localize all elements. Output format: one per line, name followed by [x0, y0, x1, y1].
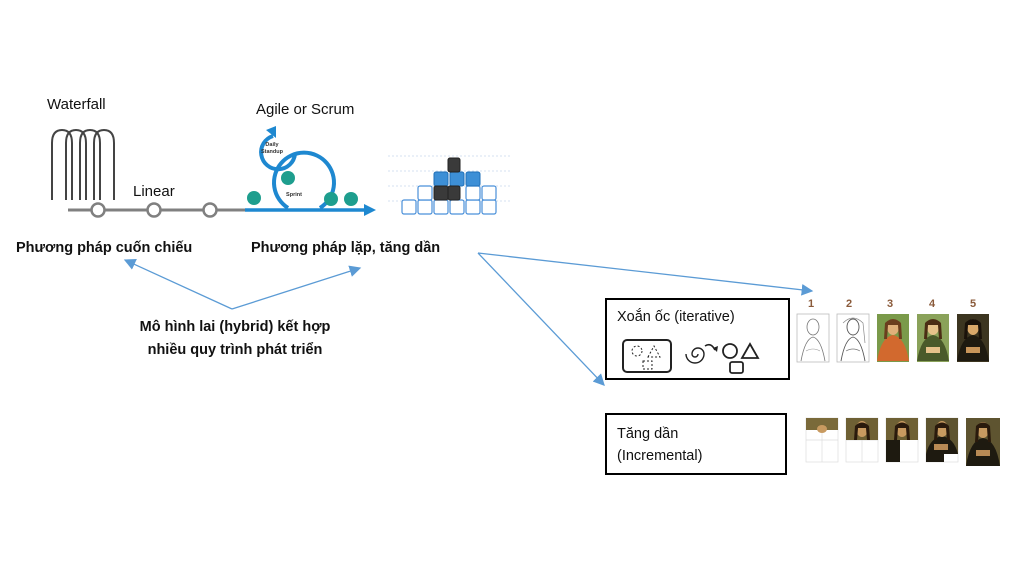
linear-label: Linear: [133, 183, 175, 200]
iterative-incremental-label: Phương pháp lặp, tăng dần: [251, 240, 441, 256]
teal-dot: [344, 192, 358, 206]
teal-dot: [247, 191, 261, 205]
blocks-illustration: [388, 155, 510, 215]
incremental-line1: Tăng dần: [617, 426, 679, 442]
timeline-node: [202, 202, 218, 218]
incremental-sequence-images: [805, 417, 1000, 466]
iteration-painting-5: [957, 314, 989, 362]
teal-dot: [324, 192, 338, 206]
waterfall-label: Waterfall: [47, 96, 106, 113]
increment-1: [806, 418, 838, 433]
iteration-painting-3: [877, 314, 909, 362]
hybrid-label-line2: nhiều quy trình phát triển: [147, 342, 323, 358]
arrow-to-iterative-images: [477, 252, 814, 296]
process-illustration: Daily Standup Sprint: [51, 126, 376, 218]
step-number: 3: [887, 298, 894, 310]
sprint-text: Sprint: [286, 192, 302, 198]
iterative-box: Xoắn ốc (iterative): [605, 298, 790, 380]
step-number: 4: [929, 298, 936, 310]
agile-label: Agile or Scrum: [256, 101, 355, 118]
iteration-sketch-2: [836, 313, 870, 363]
rolling-method-label: Phương pháp cuốn chiếu: [16, 240, 193, 256]
incremental-line2: (Incremental): [617, 448, 703, 464]
step-number: 2: [846, 298, 853, 310]
daily-loop-arrowhead: [266, 126, 276, 138]
arrow-to-iterative-box: [477, 252, 605, 386]
hybrid-arrow-right: [231, 265, 362, 310]
step-number: 1: [808, 298, 815, 310]
increment-2: [846, 418, 878, 440]
increment-5: [966, 418, 1000, 466]
standup-text: Standup: [261, 149, 284, 155]
incremental-box: Tăng dần (Incremental): [605, 413, 787, 475]
daily-loop: [259, 134, 297, 172]
hybrid-arrow-left: [123, 259, 233, 310]
iteration-painting-4: [917, 314, 949, 362]
iteration-sketch-1: [796, 313, 830, 363]
increment-3: [886, 418, 918, 462]
iterative-box-title: Xoắn ốc (iterative): [617, 309, 735, 325]
iterative-sequence-images: [796, 313, 989, 363]
timeline-node: [146, 202, 162, 218]
hybrid-label-line1: Mô hình lai (hybrid) kết hợp: [139, 319, 331, 335]
waterfall-icon: [51, 128, 115, 200]
sprint-center-dot: [281, 171, 295, 185]
sprint-loop: [272, 150, 336, 210]
step-number: 5: [970, 298, 977, 310]
timeline-node: [90, 202, 106, 218]
agile-arrowhead: [364, 204, 376, 216]
shapes-sketch-icon: [622, 339, 760, 374]
increment-4: [926, 418, 958, 462]
daily-text: Daily: [265, 142, 279, 148]
